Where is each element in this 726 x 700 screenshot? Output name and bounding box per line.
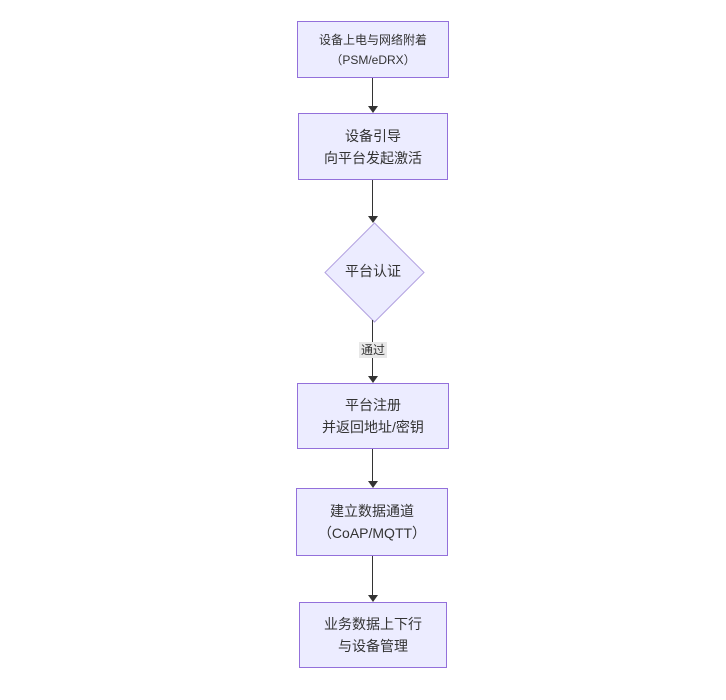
node-label-line: 设备上电与网络附着 — [318, 32, 427, 47]
node-device-bootstrap: 设备引导 向平台发起激活 — [298, 113, 448, 180]
edge-line-d-e — [372, 449, 373, 481]
node-business-data: 业务数据上下行 与设备管理 — [299, 602, 447, 668]
node-label-line: （CoAP/MQTT） — [317, 525, 427, 541]
node-label-line: 建立数据通道 — [330, 503, 414, 519]
node-label-line: 业务数据上下行 — [324, 616, 422, 632]
node-power-network-attach: 设备上电与网络附着 （PSM/eDRX） — [297, 21, 449, 78]
node-label-line: （PSM/eDRX） — [330, 52, 416, 67]
node-label-line: 设备引导 — [345, 127, 401, 144]
edge-label-pass: 通过 — [358, 342, 388, 358]
node-platform-register: 平台注册 并返回地址/密钥 — [297, 383, 449, 449]
node-data-channel: 建立数据通道 （CoAP/MQTT） — [296, 488, 448, 556]
arrowhead-down-icon — [368, 106, 378, 113]
arrowhead-down-icon — [368, 595, 378, 602]
decision-label: 平台认证 — [345, 263, 401, 279]
arrowhead-down-icon — [368, 481, 378, 488]
node-label-line: 与设备管理 — [338, 638, 408, 654]
edge-line-b-c — [372, 180, 373, 216]
node-label-line: 平台注册 — [345, 397, 401, 413]
decision-platform-auth: 平台认证 — [322, 221, 425, 323]
node-label-line: 向平台发起激活 — [324, 149, 422, 166]
edge-line-a-b — [372, 78, 373, 106]
node-label-line: 并返回地址/密钥 — [322, 419, 424, 435]
arrowhead-down-icon — [368, 376, 378, 383]
edge-line-e-f — [372, 556, 373, 595]
arrowhead-down-icon — [368, 216, 378, 223]
